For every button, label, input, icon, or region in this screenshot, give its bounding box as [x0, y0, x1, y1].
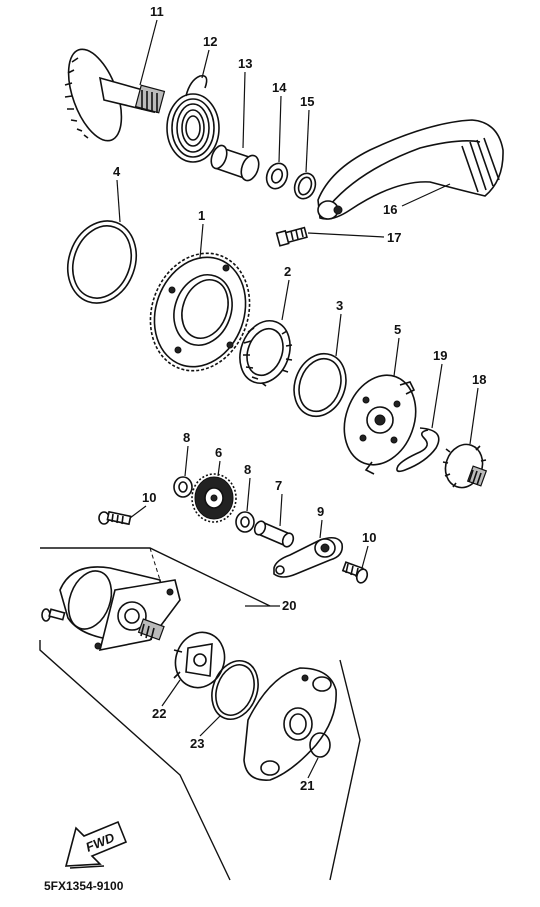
callout-4: 4 — [113, 164, 121, 179]
leader-10 — [361, 545, 369, 569]
leader-9 — [319, 519, 323, 539]
leader-14 — [242, 71, 246, 149]
leader-15 — [278, 95, 282, 163]
callout-8-right: 8 — [244, 462, 251, 477]
leader-4 — [116, 179, 121, 223]
part-19-drive-gear — [442, 443, 488, 489]
part-12-kick-gear-shaft — [64, 48, 166, 142]
callout-22: 21 — [300, 778, 314, 793]
part-22-o-ring — [309, 732, 331, 758]
leader-8-right — [246, 477, 251, 512]
leader-22 — [307, 757, 319, 779]
starter-end-cover — [243, 667, 337, 781]
part-1-ring-gear — [149, 252, 251, 372]
callout-9: 9 — [317, 504, 324, 519]
callout-10: 10 — [362, 530, 376, 545]
leader-6 — [217, 460, 221, 477]
starter-screw — [41, 608, 66, 622]
callout-16: 15 — [300, 94, 314, 109]
callout-14: 13 — [238, 56, 252, 71]
callout-21: 20 — [282, 598, 296, 613]
callout-24: 23 — [190, 736, 204, 751]
part-16-circlip — [293, 172, 317, 200]
leader-19 — [469, 387, 479, 445]
leader-5 — [393, 337, 400, 377]
fwd-arrow-icon — [64, 820, 128, 869]
leader-23 — [161, 679, 181, 707]
callout-20: 19 — [433, 348, 447, 363]
leader-8-left — [184, 445, 189, 477]
callout-19: 18 — [472, 372, 486, 387]
starter-motor — [59, 566, 181, 652]
leader-17 — [401, 183, 451, 207]
leader-1 — [199, 223, 204, 259]
callout-5: 5 — [394, 322, 401, 337]
part-18-bolt — [275, 226, 308, 247]
leader-12 — [139, 19, 158, 86]
starter-motor-box — [39, 547, 361, 881]
part-4-gasket-ring — [67, 220, 137, 304]
callout-1: 1 — [198, 208, 205, 223]
part-5-clutch-plate — [343, 374, 417, 475]
callout-3: 3 — [336, 298, 343, 313]
part-6-idler-gear — [191, 473, 237, 523]
callout-23: 22 — [152, 706, 166, 721]
diagram-code: 5FX1354-9100 — [44, 879, 124, 893]
part-11-bolt — [98, 510, 132, 526]
leader-2 — [281, 279, 290, 321]
part-9-plate — [273, 536, 344, 578]
callout-13: 12 — [203, 34, 217, 49]
callout-2: 2 — [284, 264, 291, 279]
part-2-one-way-clutch — [239, 320, 293, 387]
part-17-kick-crank — [317, 119, 504, 220]
part-3-clutch-ring — [293, 352, 347, 418]
callout-8-left: 8 — [183, 430, 190, 445]
callout-18: 17 — [387, 230, 401, 245]
callout-12: 11 — [150, 4, 164, 19]
part-7-shaft — [253, 520, 295, 548]
part-8-washer-left — [173, 476, 193, 498]
leader-13 — [201, 49, 210, 79]
part-20-wire-spring — [396, 427, 440, 473]
part-14-bushing — [210, 144, 260, 182]
leader-7 — [279, 493, 283, 527]
part-10-bolt — [341, 561, 369, 584]
leader-20 — [431, 363, 443, 429]
part-13-torsion-spring — [166, 74, 220, 163]
callout-11: 10 — [142, 490, 156, 505]
part-8-washer-right — [235, 511, 255, 533]
leader-16 — [305, 109, 310, 173]
leader-24 — [199, 715, 221, 737]
callout-7: 7 — [275, 478, 282, 493]
callout-17: 16 — [383, 202, 397, 217]
callout-15: 14 — [272, 80, 287, 95]
callout-6: 6 — [215, 445, 222, 460]
part-15-washer — [265, 162, 289, 190]
leader-18 — [307, 232, 385, 238]
part-24-o-ring — [211, 660, 259, 720]
leader-11 — [129, 505, 147, 519]
leader-3 — [335, 313, 342, 357]
